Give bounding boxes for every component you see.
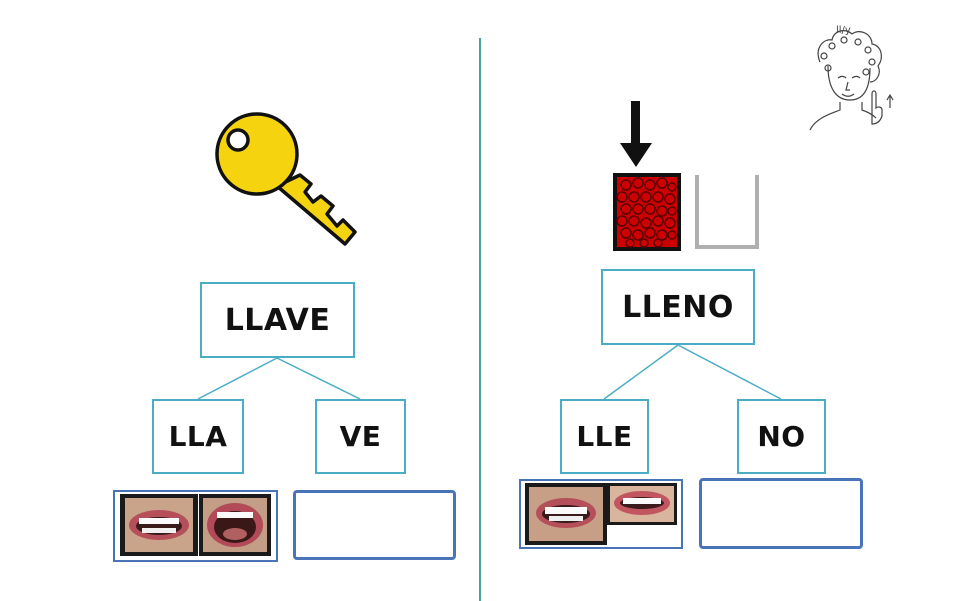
key-icon <box>205 108 360 256</box>
syllable-box-lle: LLE <box>560 399 649 474</box>
syllable-lle: LLE <box>576 420 633 453</box>
page-divider <box>479 38 481 601</box>
syllable-ve: VE <box>339 420 382 453</box>
full-container-icon <box>612 101 762 253</box>
syllable-box-lla: LLA <box>152 399 244 474</box>
connector-left-1 <box>197 357 278 400</box>
connector-left-2 <box>276 357 361 400</box>
word-box-llave: LLAVE <box>200 282 355 358</box>
mouth-photos-lla <box>113 490 278 562</box>
syllable-box-no: NO <box>737 399 826 474</box>
syllable-no: NO <box>757 420 806 453</box>
empty-answer-box-right[interactable] <box>699 478 863 549</box>
empty-answer-box-left[interactable] <box>293 490 456 560</box>
syllable-lla: LLA <box>168 420 228 453</box>
connector-right-1 <box>603 344 679 400</box>
syllable-box-ve: VE <box>315 399 406 474</box>
mouth-photos-lle <box>519 479 683 549</box>
connector-right-2 <box>677 344 782 400</box>
sign-gesture-icon: ll/y <box>806 22 898 134</box>
word-box-lleno: LLENO <box>601 269 755 345</box>
word-lleno: LLENO <box>622 289 734 325</box>
gesture-label: ll/y <box>836 25 851 36</box>
word-llave: LLAVE <box>224 302 331 338</box>
